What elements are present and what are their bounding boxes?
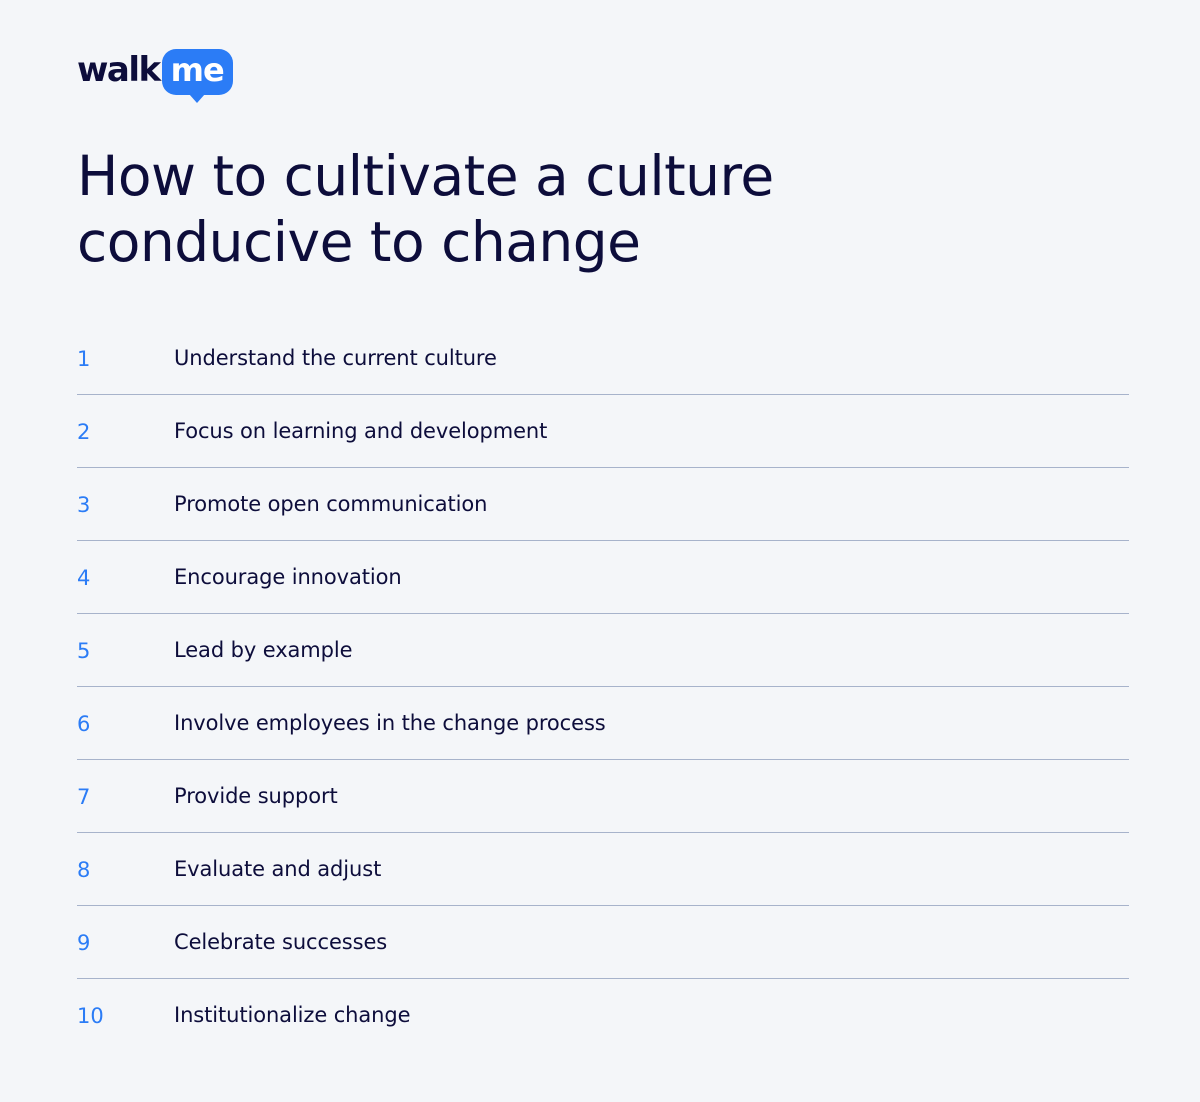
step-number: 9 bbox=[77, 930, 91, 955]
list-item: 6 Involve employees in the change proces… bbox=[77, 687, 1129, 760]
step-label: Encourage innovation bbox=[174, 565, 402, 589]
step-label: Institutionalize change bbox=[174, 1003, 411, 1027]
step-number: 6 bbox=[77, 711, 91, 736]
step-label: Evaluate and adjust bbox=[174, 857, 382, 881]
list-item: 2 Focus on learning and development bbox=[77, 395, 1129, 468]
list-item: 5 Lead by example bbox=[77, 614, 1129, 687]
list-item: 4 Encourage innovation bbox=[77, 541, 1129, 614]
step-label: Focus on learning and development bbox=[174, 419, 548, 443]
list-item: 1 Understand the current culture bbox=[77, 322, 1129, 395]
list-item: 8 Evaluate and adjust bbox=[77, 833, 1129, 906]
title-line-1: How to cultivate a culture bbox=[77, 144, 774, 208]
step-label: Understand the current culture bbox=[174, 346, 497, 370]
list-item: 7 Provide support bbox=[77, 760, 1129, 833]
step-label: Promote open communication bbox=[174, 492, 488, 516]
step-number: 1 bbox=[77, 346, 91, 371]
title-line-2: conducive to change bbox=[77, 210, 641, 274]
walkme-logo: walk me bbox=[77, 47, 233, 103]
step-number: 8 bbox=[77, 857, 91, 882]
page-title: How to cultivate a culture conducive to … bbox=[77, 143, 977, 275]
step-label: Lead by example bbox=[174, 638, 353, 662]
logo-text-me: me bbox=[170, 51, 225, 89]
step-number: 3 bbox=[77, 492, 91, 517]
speech-bubble-icon: me bbox=[161, 49, 233, 103]
step-label: Celebrate successes bbox=[174, 930, 388, 954]
logo-text-walk: walk bbox=[77, 50, 161, 90]
step-label: Involve employees in the change process bbox=[174, 711, 606, 735]
step-label: Provide support bbox=[174, 784, 338, 808]
list-item: 10 Institutionalize change bbox=[77, 979, 1129, 1051]
step-number: 5 bbox=[77, 638, 91, 663]
steps-list: 1 Understand the current culture 2 Focus… bbox=[77, 322, 1129, 1051]
list-item: 9 Celebrate successes bbox=[77, 906, 1129, 979]
step-number: 7 bbox=[77, 784, 91, 809]
step-number: 2 bbox=[77, 419, 91, 444]
step-number: 4 bbox=[77, 565, 91, 590]
step-number: 10 bbox=[77, 1003, 104, 1028]
list-item: 3 Promote open communication bbox=[77, 468, 1129, 541]
